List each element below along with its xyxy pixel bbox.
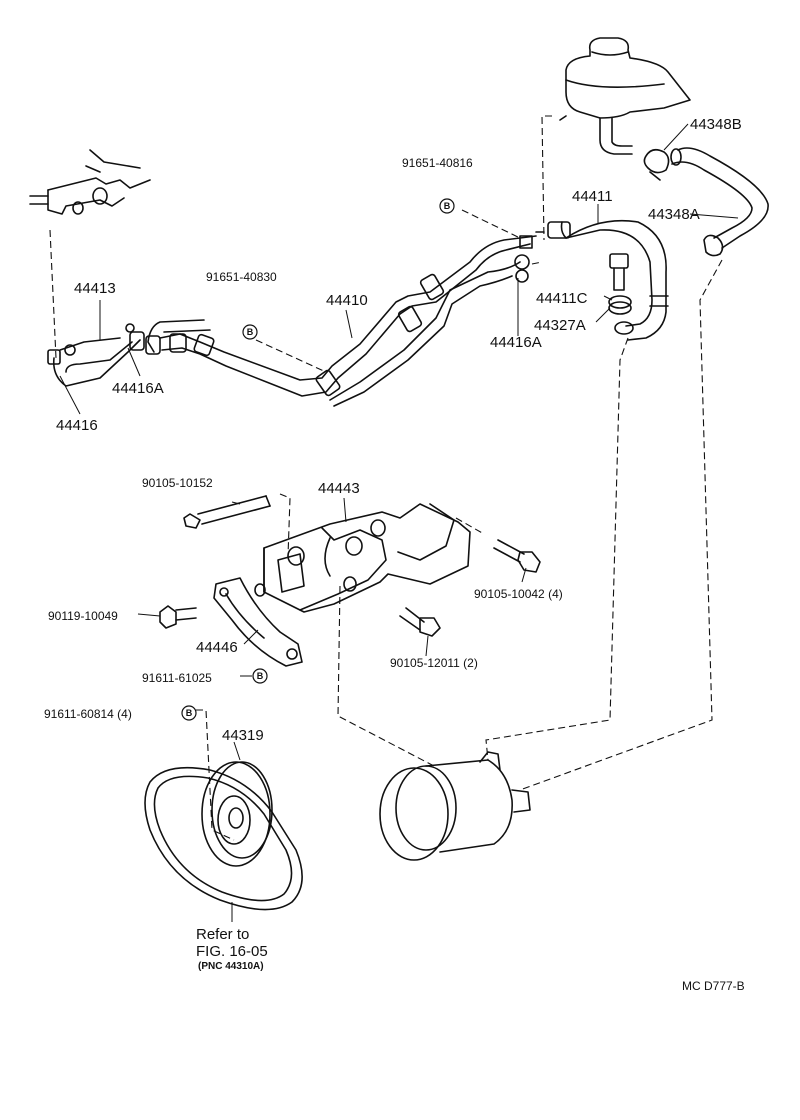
label-44446: 44446 [196, 639, 238, 656]
hose-44348A [670, 147, 769, 249]
label-91651-40816: 91651-40816 [402, 156, 473, 170]
label-44416: 44416 [56, 417, 98, 434]
bolt-90119-10049 [159, 605, 197, 629]
badge-b-91611-60814: B [181, 705, 197, 721]
refer-note-line2: FIG. 16-05 [196, 943, 268, 960]
label-90105-10152: 90105-10152 [142, 476, 213, 490]
refer-note-line3: (PNC 44310A) [198, 961, 264, 972]
hose-44411 [547, 219, 669, 341]
bolt-90105-10042 [493, 539, 541, 573]
bracket-44443 [254, 503, 471, 613]
label-44411: 44411 [572, 188, 613, 205]
power-steering-pump [379, 751, 531, 861]
clamp-44348B [643, 148, 670, 181]
label-91611-61025: 91611-61025 [142, 671, 212, 685]
leader-lines [59, 123, 739, 922]
bolt-90105-10152 [183, 495, 271, 529]
diagram-code: MC D777-B [682, 979, 745, 993]
label-44413: 44413 [74, 280, 116, 297]
assembly-lines [49, 115, 723, 841]
gasket-44327A [608, 295, 634, 335]
bolt-90105-12011 [399, 607, 441, 637]
label-44348B: 44348B [690, 116, 742, 133]
label-44410: 44410 [326, 292, 368, 309]
label-44327A: 44327A [534, 317, 586, 334]
svg-text:B: B [444, 201, 451, 211]
gear-housing [29, 149, 151, 215]
adjusting-bar-44446 [213, 577, 303, 667]
svg-text:B: B [257, 671, 264, 681]
label-44348A: 44348A [648, 206, 700, 223]
refer-note-line1: Refer to [196, 926, 249, 943]
badge-b-91651-40830: B [242, 324, 258, 340]
pulley-44319 [201, 761, 273, 867]
label-44319: 44319 [222, 727, 264, 744]
badge-b-91651-40816: B [439, 198, 455, 214]
label-44443: 44443 [318, 480, 360, 497]
clamp-44348A-lower [703, 234, 724, 257]
label-90105-12011: 90105-12011 (2) [390, 656, 478, 670]
reservoir-tank [559, 37, 691, 155]
label-44411C: 44411C [536, 290, 588, 307]
label-91651-40830: 91651-40830 [206, 270, 277, 284]
svg-text:B: B [186, 708, 193, 718]
v-belt [144, 766, 303, 911]
label-44416A-top: 44416A [490, 334, 542, 351]
tube-44410 [147, 231, 545, 407]
bolt-44411C [609, 253, 629, 291]
hose-44413 [47, 323, 161, 387]
label-44416A-left: 44416A [112, 380, 164, 397]
badge-b-91611-61025: B [252, 668, 268, 684]
label-91611-60814: 91611-60814 (4) [44, 707, 132, 721]
label-90105-10042: 90105-10042 (4) [474, 587, 563, 601]
label-90119-10049: 90119-10049 [48, 609, 118, 623]
svg-text:B: B [247, 327, 254, 337]
